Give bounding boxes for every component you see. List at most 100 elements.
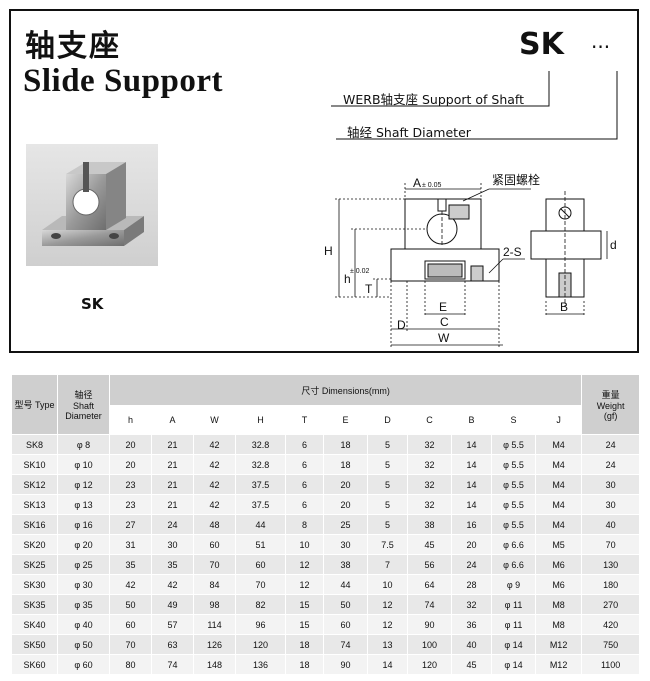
cell-weight: 180 — [581, 574, 641, 595]
cell-h: 37.5 — [235, 494, 286, 515]
cell-c: 90 — [407, 614, 452, 635]
cell-c: 32 — [407, 434, 452, 455]
front-view — [390, 198, 500, 282]
technical-drawing: A ± 0.05 紧固螺栓 H h ± 0.02 T 2-S E C D W — [324, 71, 618, 349]
english-title: Slide Support — [23, 63, 223, 99]
cell-h: 44 — [235, 514, 286, 535]
cell-type: SK10 — [11, 454, 58, 475]
model-code-suffix: ··· — [591, 35, 611, 59]
cell-c: 32 — [407, 454, 452, 475]
dim-h-label: H — [324, 244, 333, 258]
cell-a: 57 — [151, 614, 194, 635]
cell-t: 15 — [285, 594, 324, 615]
cell-type: SK12 — [11, 474, 58, 495]
cell-t: 6 — [285, 454, 324, 475]
cell-weight: 270 — [581, 594, 641, 615]
shaft-header-en1: Shaft — [72, 401, 94, 411]
cell-type: SK16 — [11, 514, 58, 535]
column-header-H: H — [235, 405, 286, 435]
cell-b: 28 — [451, 574, 492, 595]
column-header-B: B — [451, 405, 492, 435]
cell-h: 80 — [109, 654, 152, 675]
cell-weight: 30 — [581, 494, 641, 515]
cell-d: 5 — [367, 514, 408, 535]
cell-b: 36 — [451, 614, 492, 635]
cell-b: 14 — [451, 454, 492, 475]
cell-e: 44 — [323, 574, 368, 595]
cell-type: SK35 — [11, 594, 58, 615]
cell-t: 8 — [285, 514, 324, 535]
dim-a-tolerance: ± 0.05 — [422, 182, 442, 189]
cell-e: 60 — [323, 614, 368, 635]
cell-a: 49 — [151, 594, 194, 615]
cell-s: φ 5.5 — [491, 494, 536, 515]
cell-h: 60 — [235, 554, 286, 575]
cell-h: 20 — [109, 434, 152, 455]
model-code: SK — [519, 27, 564, 62]
cell-shaft: φ 30 — [57, 574, 110, 595]
dim-c-label: C — [440, 315, 449, 329]
cell-a: 35 — [151, 554, 194, 575]
header-panel: 轴支座 Slide Support SK ··· WERB轴支座 Support… — [9, 9, 639, 353]
cell-e: 20 — [323, 474, 368, 495]
column-header-T: T — [285, 405, 324, 435]
cell-j: M12 — [534, 654, 583, 675]
cell-j: M4 — [534, 434, 583, 455]
cell-c: 32 — [407, 474, 452, 495]
cell-type: SK20 — [11, 534, 58, 555]
cell-j: M6 — [534, 574, 583, 595]
cell-a: 63 — [151, 634, 194, 655]
cell-d: 5 — [367, 454, 408, 475]
cell-d: 5 — [367, 474, 408, 495]
cell-weight: 1100 — [581, 654, 641, 675]
dimensions-header: 尺寸 Dimensions(mm) — [108, 374, 583, 406]
cell-shaft: φ 60 — [57, 654, 110, 675]
cell-e: 30 — [323, 534, 368, 555]
dim-2s-label: 2-S — [503, 245, 522, 259]
cell-shaft: φ 25 — [57, 554, 110, 575]
cell-s: φ 5.5 — [491, 474, 536, 495]
column-header-S: S — [491, 405, 536, 435]
cell-d: 12 — [367, 614, 408, 635]
cell-t: 12 — [285, 554, 324, 575]
cell-h: 96 — [235, 614, 286, 635]
cell-e: 74 — [323, 634, 368, 655]
type-header: 型号 Type — [11, 374, 58, 435]
cell-a: 24 — [151, 514, 194, 535]
column-header-J: J — [534, 405, 583, 435]
cell-h: 23 — [109, 474, 152, 495]
cell-j: M4 — [534, 474, 583, 495]
cell-h: 31 — [109, 534, 152, 555]
cell-h: 136 — [235, 654, 286, 675]
shaft-header-cn: 轴径 — [74, 390, 93, 400]
cell-d: 5 — [367, 494, 408, 515]
cell-w: 126 — [193, 634, 236, 655]
cell-weight: 24 — [581, 434, 641, 455]
code-note-support: WERB轴支座 Support of Shaft — [343, 92, 524, 107]
column-header-A: A — [151, 405, 194, 435]
cell-w: 42 — [193, 434, 236, 455]
cell-weight: 24 — [581, 454, 641, 475]
cell-t: 15 — [285, 614, 324, 635]
cell-shaft: φ 16 — [57, 514, 110, 535]
cell-a: 21 — [151, 434, 194, 455]
shaft-header: 轴径 Shaft Diameter — [57, 374, 110, 435]
cell-e: 25 — [323, 514, 368, 535]
cell-j: M4 — [534, 454, 583, 475]
weight-header-cn: 重量 — [601, 390, 620, 400]
cell-s: φ 11 — [491, 614, 536, 635]
cell-h: 32.8 — [235, 454, 286, 475]
cell-c: 32 — [407, 494, 452, 515]
cell-h: 27 — [109, 514, 152, 535]
cell-c: 100 — [407, 634, 452, 655]
cell-b: 20 — [451, 534, 492, 555]
cell-b: 14 — [451, 434, 492, 455]
